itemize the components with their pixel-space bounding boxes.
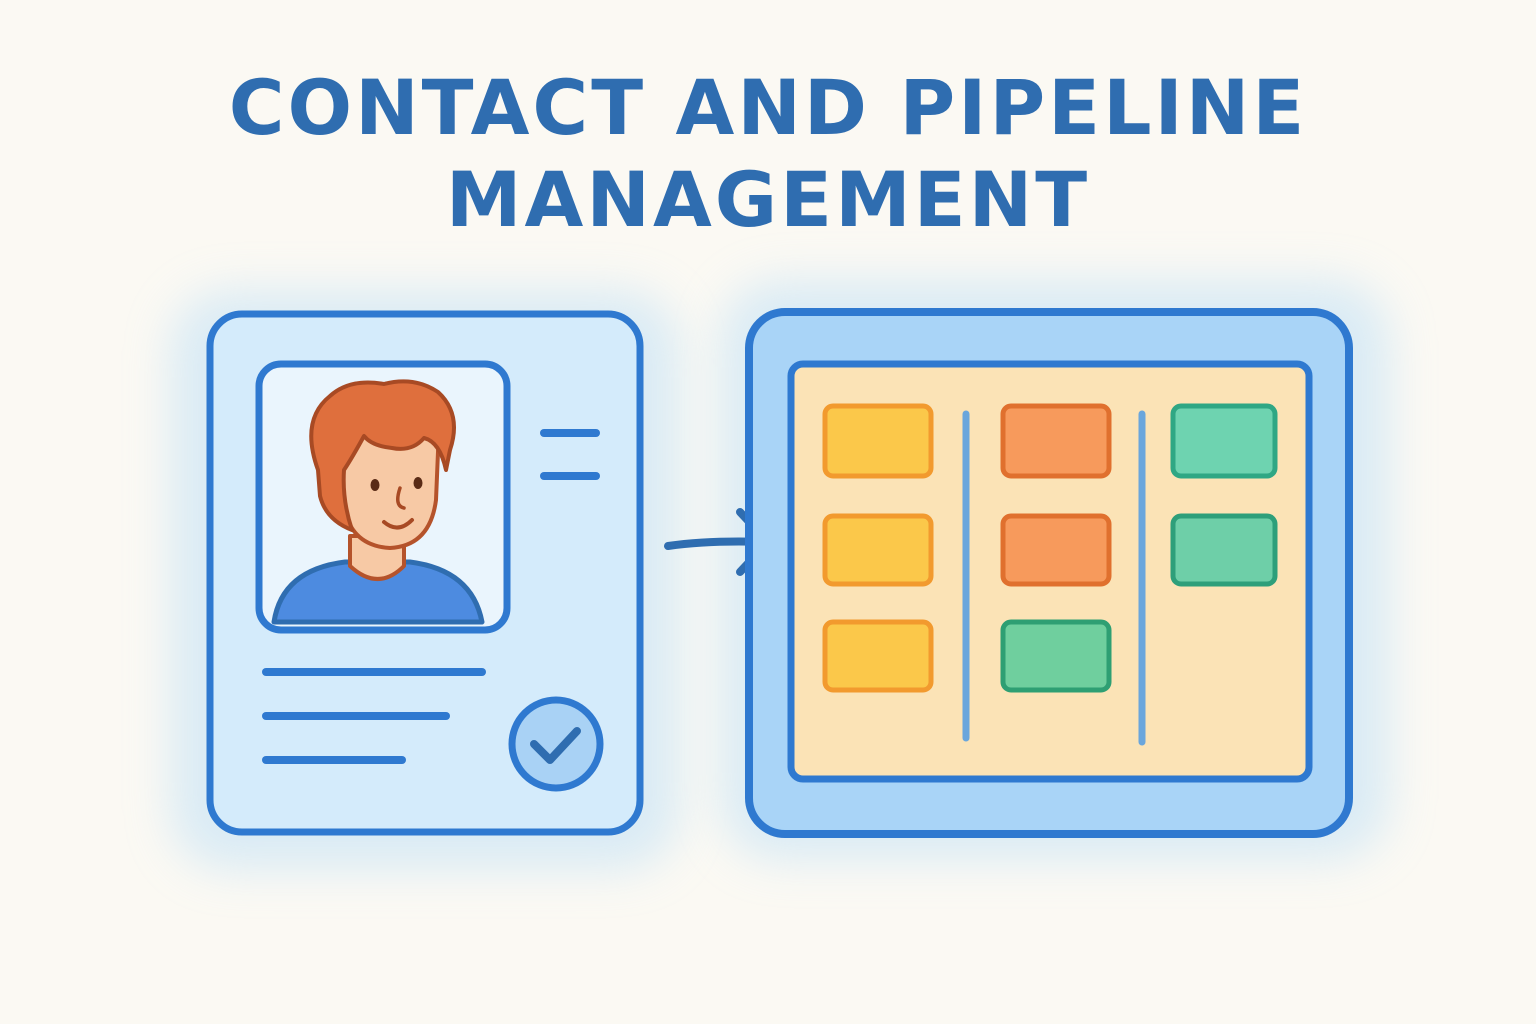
pipeline-column-2: [1000, 403, 1112, 693]
avatar-eye-left: [370, 479, 380, 491]
avatar-hair: [309, 379, 456, 532]
title-line-1: CONTACT AND PIPELINE: [228, 63, 1308, 152]
avatar-eye-right: [413, 477, 423, 489]
deal-card: [1000, 513, 1112, 587]
page-title: CONTACT AND PIPELINE MANAGEMENT: [0, 62, 1536, 246]
deal-card: [1000, 619, 1112, 693]
deal-card: [1170, 513, 1278, 587]
deal-card: [1000, 403, 1112, 479]
deal-card: [822, 513, 934, 587]
person-avatar-icon: [255, 360, 511, 634]
avatar-mouth: [382, 518, 414, 530]
contact-card: [206, 310, 644, 836]
deal-card: [1170, 403, 1278, 479]
deal-card: [822, 619, 934, 693]
title-line-2: MANAGEMENT: [445, 155, 1091, 244]
pipeline-board: [745, 308, 1353, 838]
checkmark-circle-icon: [508, 696, 604, 792]
avatar-nose: [396, 486, 406, 510]
deal-card: [822, 403, 934, 479]
pipeline-column-1: [822, 403, 934, 693]
avatar-shirt: [271, 559, 485, 625]
pipeline-column-3: [1170, 403, 1278, 587]
